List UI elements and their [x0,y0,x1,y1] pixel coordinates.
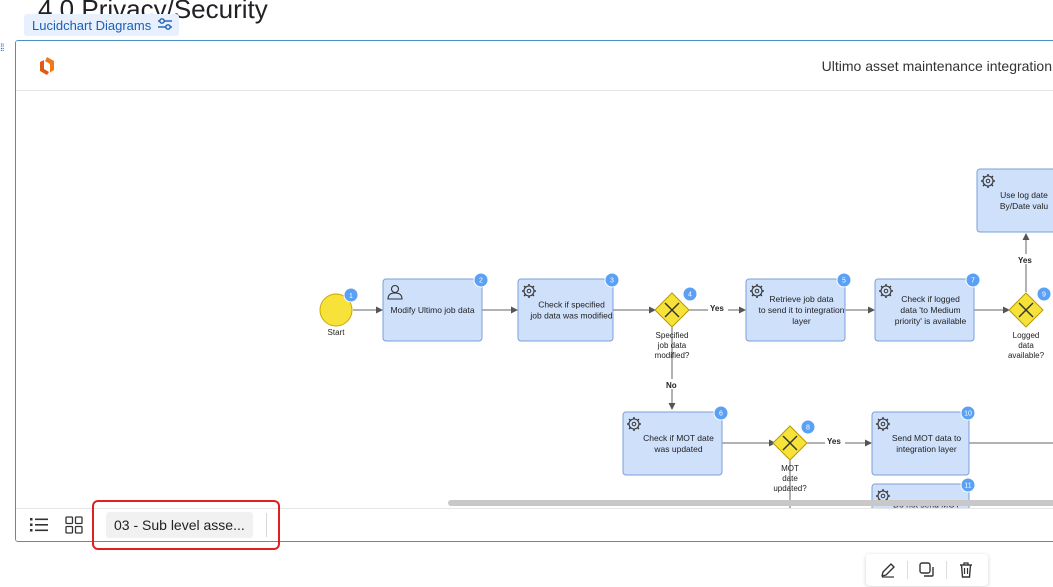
task-badge: 2 [479,278,483,285]
gear-icon [627,417,641,431]
gateway-label-line: available? [1008,351,1045,360]
task-label-line: layer [792,316,811,326]
copy-icon[interactable] [915,558,939,582]
task-label-line: priority' is available [895,316,967,326]
task-label-line: data 'to Medium [900,305,960,315]
list-icon[interactable] [28,515,50,535]
sliders-icon[interactable] [157,17,173,34]
toolbar-separator [946,561,948,579]
gateway-label-line: Logged [1013,331,1040,340]
lucid-logo-icon [36,55,58,77]
page-tab-active[interactable]: 03 - Sub level asse... [106,512,253,538]
task-label-line: Modify Ultimo job data [390,305,474,315]
tab-divider [266,513,267,537]
start-label: Start [328,328,346,337]
task-badge: 11 [964,483,971,490]
flow-labels: Yes Yes No Yes No [664,254,1036,446]
no-label-1: No [666,381,677,390]
task-label-line: integration layer [896,444,957,454]
gear-icon [879,284,893,298]
task-badge: 3 [610,278,614,285]
start-event[interactable]: Start 1 [319,287,359,337]
drag-handle-icon[interactable]: ⁞⁞ [0,43,5,54]
embed-header: Ultimo asset maintenance integration [16,41,1053,91]
user-icon [387,284,403,300]
start-badge: 1 [349,293,353,300]
diagram-title: Ultimo asset maintenance integration [821,58,1052,74]
app-chip-label: Lucidchart Diagrams [32,17,152,33]
connector-lines [353,233,1053,508]
app-chip[interactable]: Lucidchart Diagrams [24,14,180,36]
horizontal-scrollbar[interactable] [448,500,1053,506]
task-badge: 6 [719,411,723,418]
task-label-line: job data was modified [529,311,612,321]
gateway-badge: 8 [806,425,810,432]
gear-icon [876,417,890,431]
yes-label-1: Yes [710,304,724,313]
task-label-line: Use log date [1000,190,1048,200]
yes-label-2: Yes [1018,256,1032,265]
yes-label-3: Yes [827,437,841,446]
gear-icon [750,284,764,298]
gateway-label-line: modified? [655,351,690,360]
floating-toolbar [866,554,988,586]
task-label-line: Retrieve job data [769,294,834,304]
gateway-label-line: updated? [773,484,807,493]
gear-icon [981,174,995,188]
task-label-line: was updated [653,444,702,454]
gateway-badge: 9 [1042,292,1046,299]
gateway-label-line: date [782,474,798,483]
task-label-line: Send MOT data to [892,433,962,443]
gateway-label-line: Specified [656,331,689,340]
task-badge: 5 [842,278,846,285]
task-label-line: Check if specified [538,300,605,310]
task-label-line: By/Date valu [1000,201,1048,211]
page-tab-label: 03 - Sub level asse... [114,517,245,533]
edit-icon[interactable] [876,558,900,582]
task-node[interactable]: Modify Ultimo job data 2 [382,272,489,342]
lucidchart-embed[interactable]: Ultimo asset maintenance integration [15,40,1053,542]
gateway-label-line: MOT [781,464,799,473]
gateway-label-line: job data [657,341,687,350]
gateway-badge: 4 [688,292,692,299]
toolbar-separator [906,561,908,579]
gear-icon [522,284,536,298]
embed-footer: 03 - Sub level asse... [16,508,1053,541]
grid-icon[interactable] [63,515,85,535]
task-label-line: Check if MOT date [643,433,714,443]
gateway-label-line: data [1018,341,1034,350]
task-badge: 10 [964,411,972,418]
trash-icon[interactable] [954,558,978,582]
task-label-line: to send it to integration [758,305,844,315]
diagram-canvas[interactable]: Yes Yes No Yes No Start 1 Modify Ultimo … [16,91,1053,508]
task-badge: 7 [971,278,975,285]
task-label-line: Check if logged [901,294,960,304]
